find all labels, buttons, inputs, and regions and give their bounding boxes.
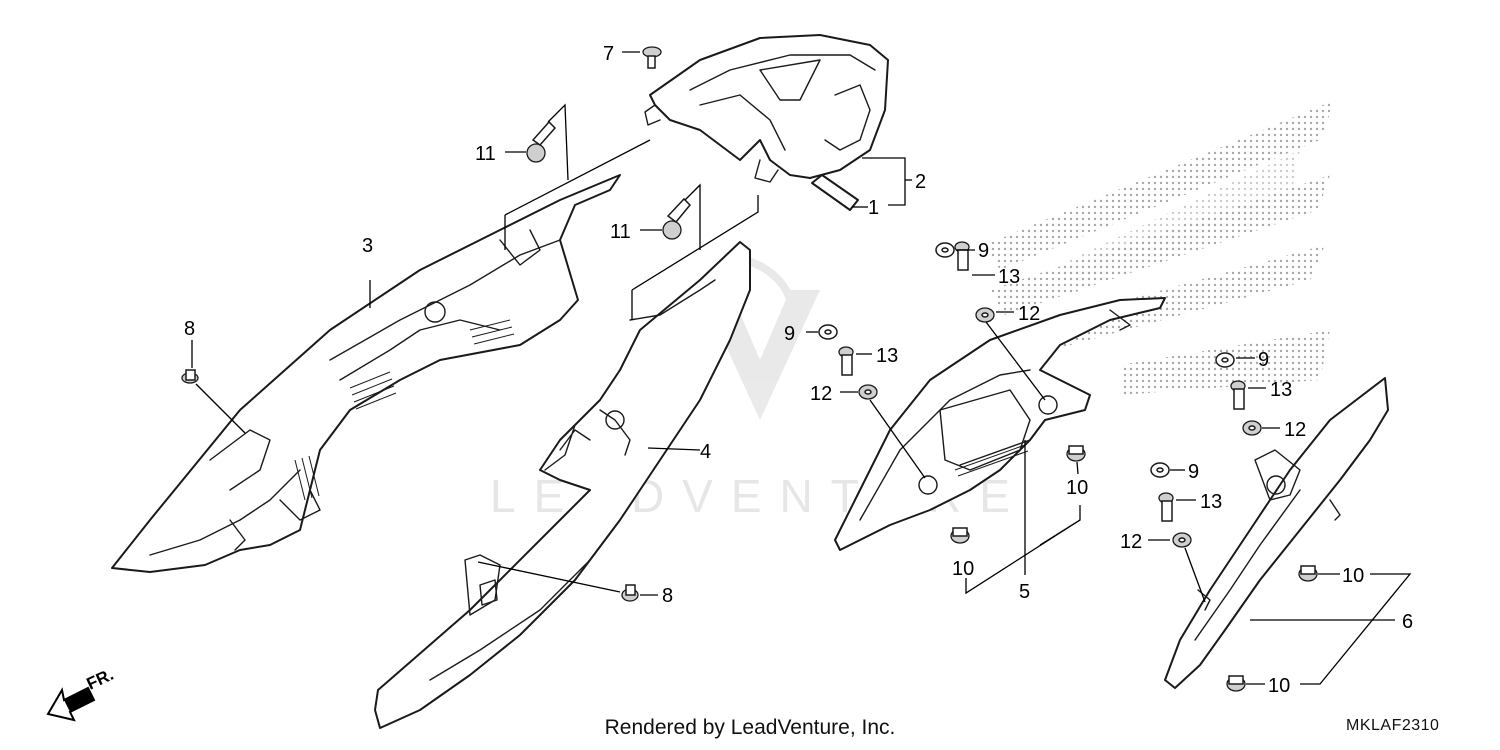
nut-10a-icon xyxy=(1066,445,1086,462)
tapping-screw-11-upper-icon xyxy=(526,120,557,163)
callout-3: 3 xyxy=(362,235,373,257)
callout-10-a: 10 xyxy=(1066,477,1088,499)
callout-2: 2 xyxy=(915,171,926,193)
callout-13-c: 13 xyxy=(1270,379,1292,401)
nut-10c-icon xyxy=(1298,565,1318,582)
bolt-13b-icon xyxy=(838,346,854,376)
leader-lines xyxy=(191,51,1412,685)
washer-12a-icon xyxy=(975,307,995,323)
callout-13-a: 13 xyxy=(998,266,1020,288)
washer-12c-icon xyxy=(1242,420,1262,436)
callout-6: 6 xyxy=(1402,611,1413,633)
callout-9-b: 9 xyxy=(784,323,795,345)
callout-12-b: 12 xyxy=(810,383,832,405)
callout-5: 5 xyxy=(1019,581,1030,603)
bolt-13d-icon xyxy=(1158,492,1174,522)
part-4-right-side-cover xyxy=(374,241,751,729)
callout-1: 1 xyxy=(868,197,879,219)
washer-9b-icon xyxy=(818,324,838,340)
part-6-right-grab-rail xyxy=(1164,377,1389,689)
callout-9-c: 9 xyxy=(1258,349,1269,371)
callout-10-d: 10 xyxy=(1268,675,1290,697)
washer-9c-icon xyxy=(1215,352,1235,368)
part-2-rear-center-cowl xyxy=(644,34,889,183)
callout-11-lower: 11 xyxy=(610,221,631,243)
callout-8-left: 8 xyxy=(184,318,195,340)
part-5-left-grab-rail xyxy=(834,297,1166,551)
callout-9-d: 9 xyxy=(1188,461,1199,483)
front-direction-indicator: FR. xyxy=(46,665,117,722)
callout-13-d: 13 xyxy=(1200,491,1222,513)
callout-4: 4 xyxy=(700,441,711,463)
clip-8-bottom-icon xyxy=(621,584,639,602)
callout-12-d: 12 xyxy=(1120,531,1142,553)
nut-10d-icon xyxy=(1226,675,1246,692)
part-3-left-side-cover xyxy=(111,174,621,573)
callout-7: 7 xyxy=(603,43,614,65)
callout-11-upper: 11 xyxy=(475,143,496,165)
callout-12-a: 12 xyxy=(1018,303,1040,325)
diagram-code: MKLAF2310 xyxy=(1346,717,1440,734)
tapping-screw-11-lower-icon xyxy=(662,197,692,240)
callout-labels: 1 2 3 4 5 6 7 8 8 9 9 9 9 10 10 10 10 11… xyxy=(184,43,1413,697)
clip-8-left-icon xyxy=(181,369,199,384)
bolt-13c-icon xyxy=(1230,380,1246,410)
screw-7-icon xyxy=(642,46,662,69)
callout-10-c: 10 xyxy=(1342,565,1364,587)
callout-13-b: 13 xyxy=(876,345,898,367)
washer-9a-icon xyxy=(935,242,955,258)
washer-12d-icon xyxy=(1172,532,1192,548)
callout-12-c: 12 xyxy=(1284,419,1306,441)
credit-line: Rendered by LeadVenture, Inc. xyxy=(604,716,896,739)
hardware xyxy=(181,46,1318,692)
callout-8-bottom: 8 xyxy=(662,585,673,607)
washer-12b-icon xyxy=(858,384,878,400)
callout-10-b: 10 xyxy=(952,558,974,580)
bolt-13a-icon xyxy=(954,241,970,271)
part-1-cushion-strip xyxy=(811,174,859,211)
washer-9d-icon xyxy=(1150,462,1170,478)
callout-9-a: 9 xyxy=(978,240,989,262)
nut-10b-icon xyxy=(950,527,970,544)
